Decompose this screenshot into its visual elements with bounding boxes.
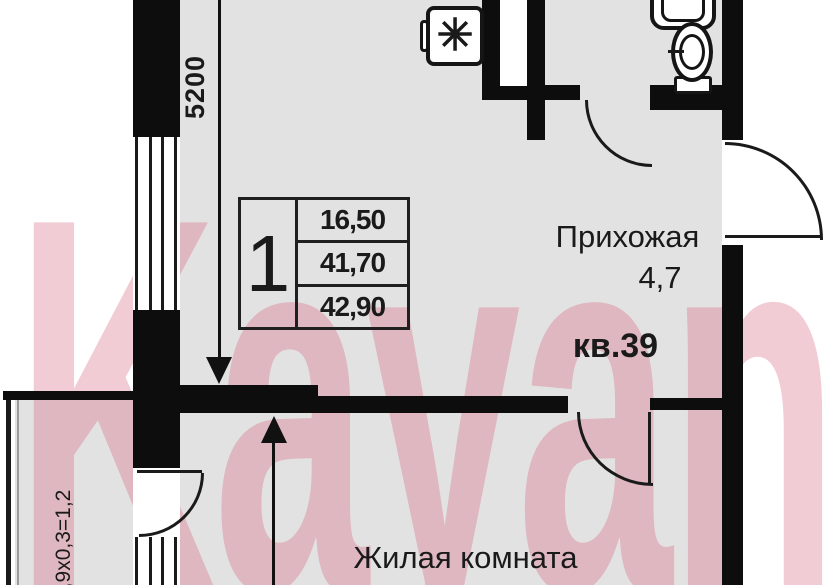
entrance-door-leaf xyxy=(725,235,820,238)
balcony-railing-inner xyxy=(17,400,19,585)
dimension-label-5200: 5200 xyxy=(180,54,210,120)
livingroom-door-leaf xyxy=(648,412,651,483)
window-upper-line-3 xyxy=(161,137,164,310)
window-upper-line-4 xyxy=(174,137,177,310)
dimension-arrow-up xyxy=(261,416,287,443)
balcony-floor xyxy=(15,400,133,585)
wall-right-lower xyxy=(722,245,743,585)
window-upper-line-2 xyxy=(149,137,152,310)
livingroom-label: Жилая комната xyxy=(353,540,578,575)
apartment-number: кв.39 xyxy=(572,327,659,365)
area-total-cell: 42,90 xyxy=(298,283,407,327)
window-lower-line-4 xyxy=(174,537,177,585)
window-upper xyxy=(133,137,180,310)
area-living-cell: 16,50 xyxy=(319,204,386,236)
livingroom-area-clipped: 16,5 xyxy=(452,581,527,585)
stove-handle xyxy=(420,20,429,52)
toilet-seat-line xyxy=(668,50,684,53)
balcony-railing-outer xyxy=(6,400,11,585)
wall-right-upper xyxy=(722,0,743,140)
wall-interroom-right xyxy=(650,398,722,410)
balcony-door-leaf xyxy=(137,470,202,473)
sink-bowl xyxy=(661,0,705,22)
wall-interroom-left xyxy=(133,385,318,413)
window-lower-line-2 xyxy=(149,537,152,585)
apartment-info-table: 1 16,50 41,70 42,90 xyxy=(238,197,410,330)
wall-bathroom-left xyxy=(527,0,545,140)
stove-asterisk-glyph: ✳ xyxy=(436,11,474,60)
window-lower xyxy=(133,537,180,585)
dimension-line-lower xyxy=(272,441,275,585)
window-lower-line-1 xyxy=(135,537,138,585)
dimension-arrow-down xyxy=(206,357,232,384)
wall-kitchen-partition xyxy=(482,0,500,95)
hallway-label: Прихожая xyxy=(555,219,700,254)
dimension-line-upper xyxy=(218,0,221,359)
room-count-cell: 1 xyxy=(241,200,298,327)
hallway-area: 4,7 xyxy=(638,260,682,295)
wall-left-upper xyxy=(133,0,180,137)
balcony-top-wall xyxy=(3,391,133,400)
window-lower-line-3 xyxy=(161,537,164,585)
duct-shaft xyxy=(500,0,527,86)
wall-shaft-bottom xyxy=(482,85,580,100)
area-apartment-cell: 41,70 xyxy=(298,240,407,283)
window-upper-line-1 xyxy=(135,137,138,310)
balcony-calc-label: 3,9x0,3=1,2 xyxy=(52,489,75,585)
wall-interroom-center xyxy=(318,396,568,413)
apartment-floor xyxy=(180,0,722,585)
stove-icon: ✳ xyxy=(426,6,484,66)
